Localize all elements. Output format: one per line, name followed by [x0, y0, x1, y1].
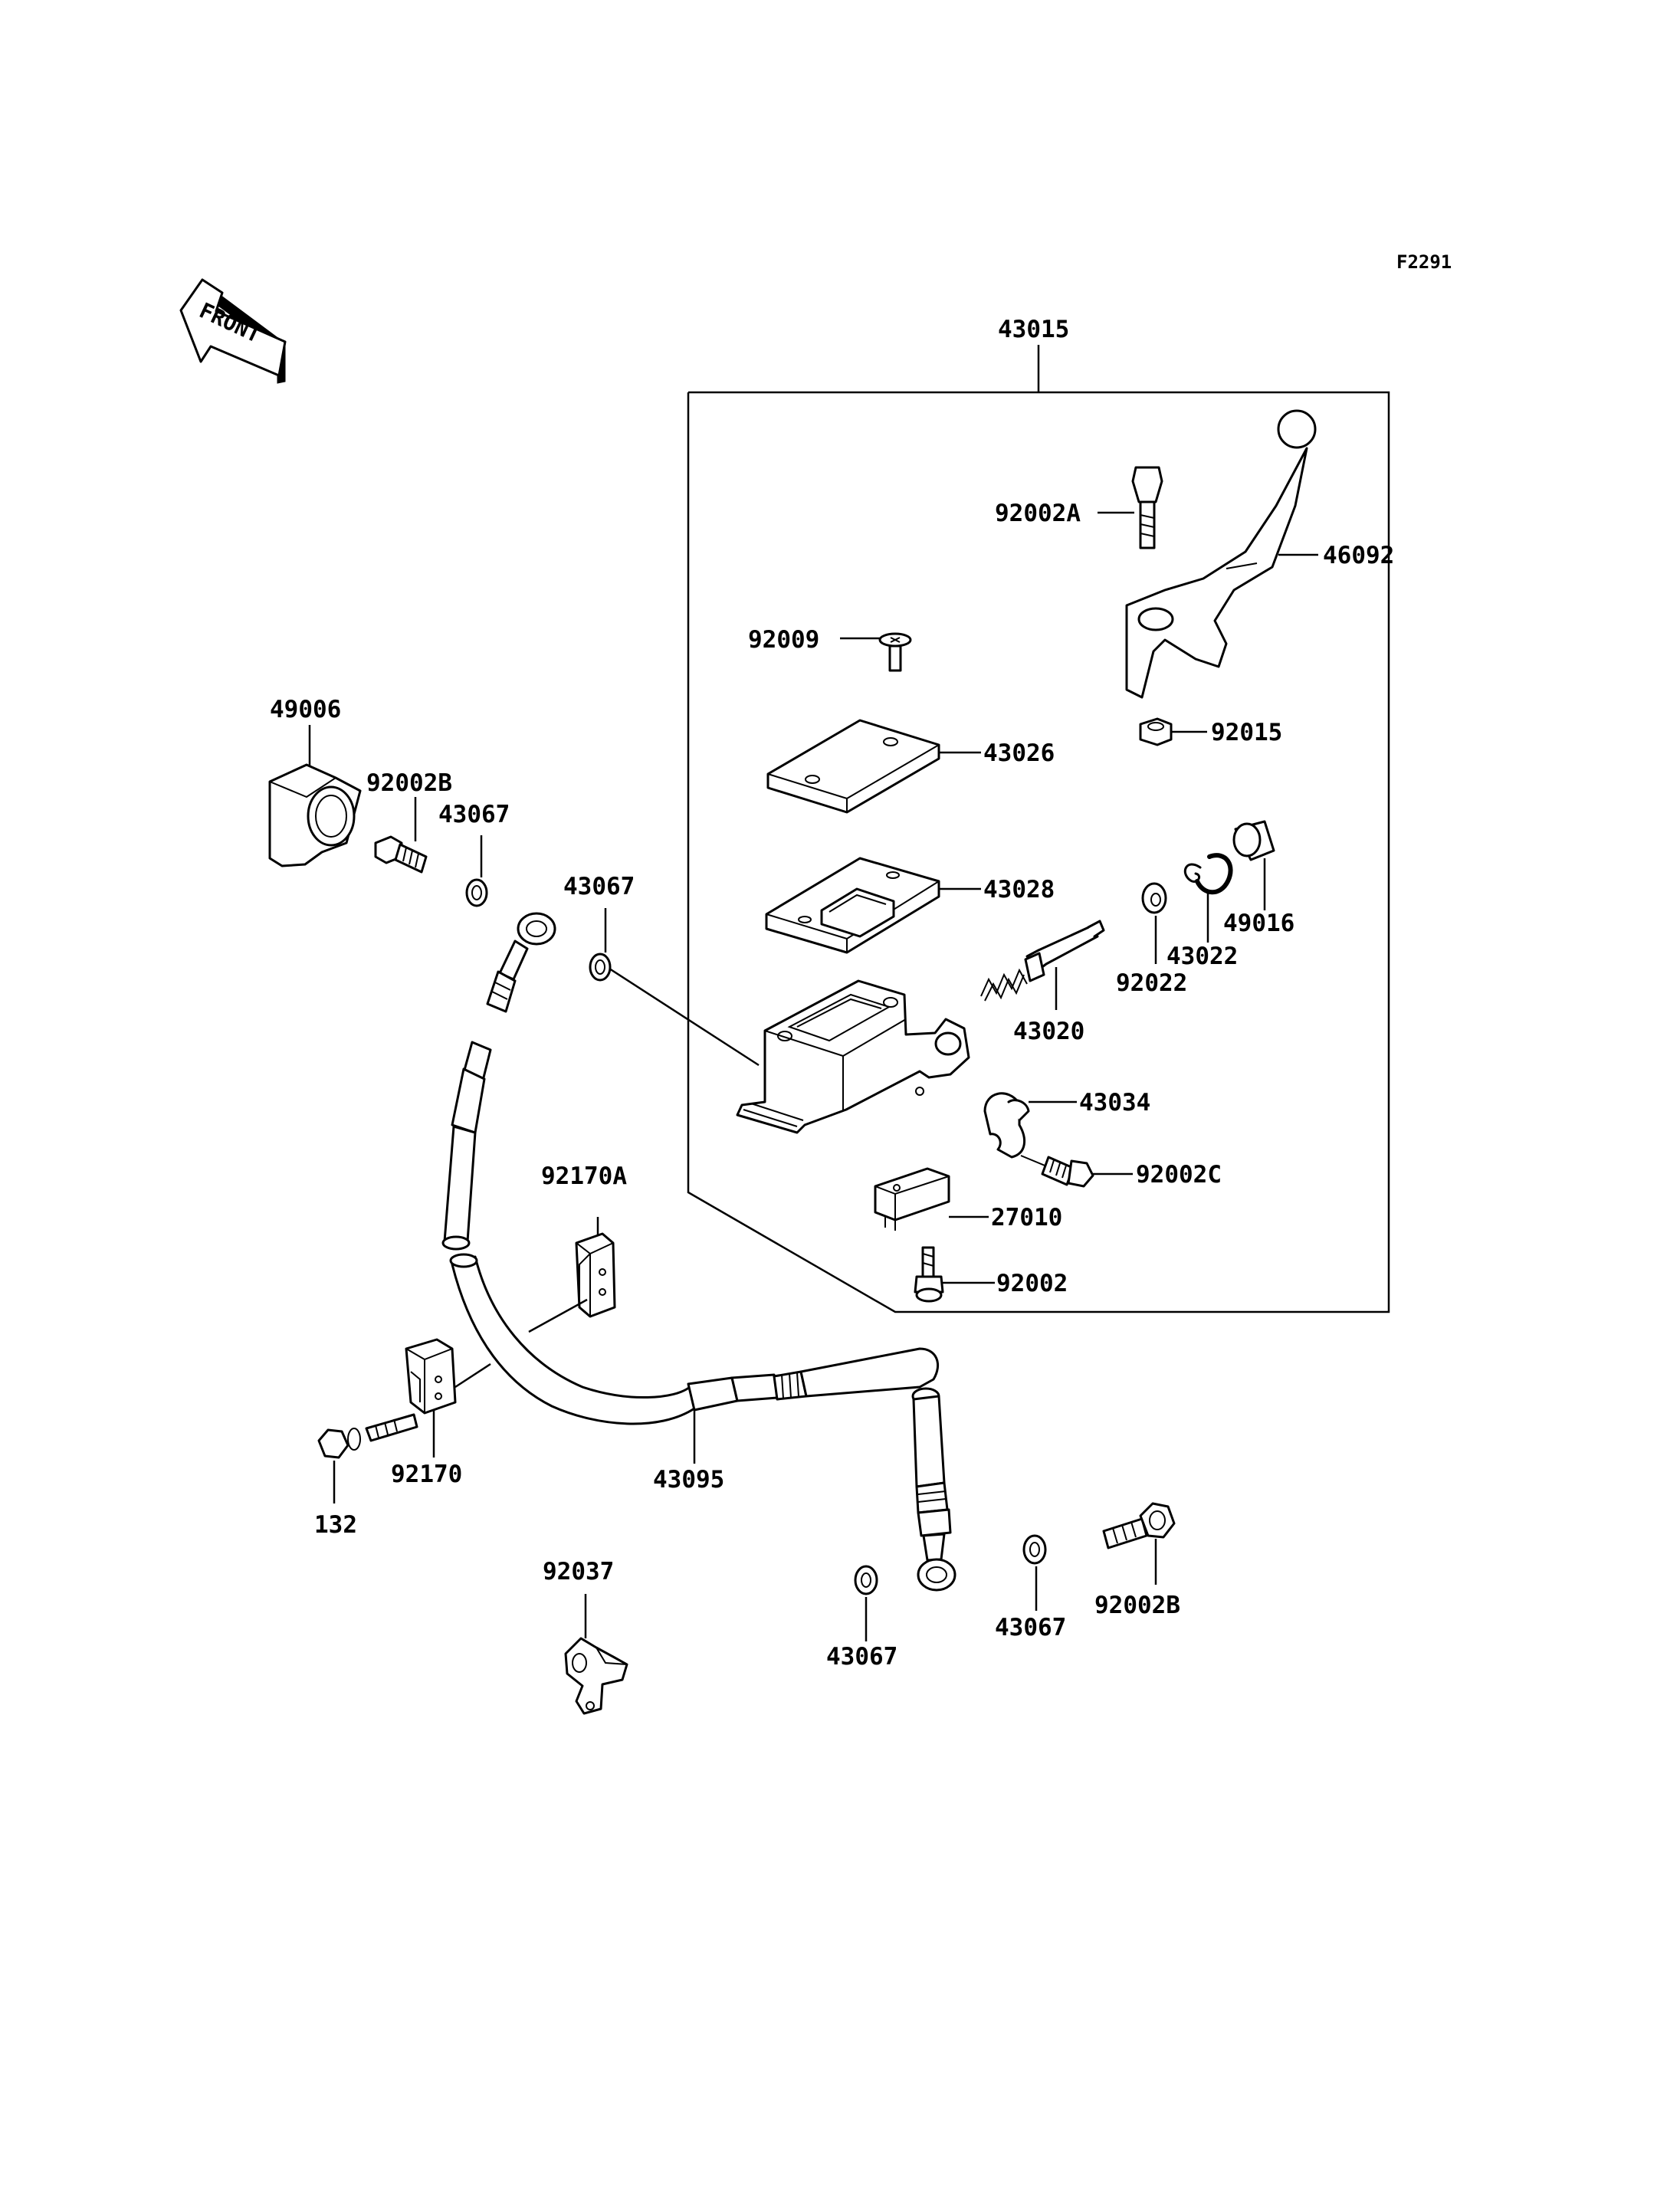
washer-43067-bottom-right [1022, 1534, 1047, 1565]
label-27010: 27010 [991, 1204, 1062, 1231]
label-92022: 92022 [1116, 969, 1187, 997]
circlip-43022 [1183, 853, 1233, 895]
brake-hose-43095 [441, 912, 956, 1592]
label-92002a: 92002A [995, 500, 1081, 527]
label-43028: 43028 [983, 876, 1055, 903]
label-43067-bottom-right: 43067 [995, 1614, 1066, 1641]
brake-lever [1125, 409, 1317, 699]
clamp-92170 [405, 1338, 457, 1415]
label-132: 132 [314, 1511, 357, 1539]
cap-49006 [268, 763, 362, 867]
label-92009: 92009 [748, 626, 819, 654]
label-43067-bottom-mid: 43067 [826, 1643, 897, 1671]
label-43020: 43020 [1013, 1018, 1084, 1045]
banjo-bolt-92002b-bottom [1102, 1502, 1176, 1549]
label-92002b-top: 92002B [366, 769, 452, 797]
diaphragm-43028 [765, 857, 940, 954]
label-92002: 92002 [996, 1270, 1068, 1297]
label-92015: 92015 [1211, 719, 1282, 746]
label-43026: 43026 [983, 739, 1055, 767]
washer-43067-bottom-mid [854, 1565, 878, 1595]
holder-92037 [564, 1637, 628, 1715]
leader-43067-to-body [606, 966, 760, 1067]
label-43067-hose-top: 43067 [563, 873, 635, 900]
bolt-92002a [1131, 466, 1163, 549]
switch-27010 [874, 1167, 950, 1231]
figure-code: F2291 [1396, 251, 1452, 273]
label-46092: 46092 [1323, 542, 1394, 569]
banjo-bolt-92002b-top [374, 835, 428, 874]
washer-43067-hose-top [589, 953, 612, 982]
bolt-92002c [1020, 1155, 1094, 1188]
nut-92015 [1139, 717, 1173, 746]
clamp-43034 [983, 1092, 1030, 1159]
screw-92009 [878, 632, 912, 672]
bolt-132 [317, 1413, 418, 1459]
piston-43020 [980, 920, 1105, 1002]
label-43034: 43034 [1079, 1089, 1150, 1117]
reservoir-cap-43026 [766, 719, 940, 814]
master-cylinder-body [736, 979, 970, 1134]
label-43022: 43022 [1166, 943, 1238, 970]
label-43095: 43095 [653, 1466, 724, 1494]
label-43015: 43015 [998, 316, 1069, 343]
label-43067-top-left: 43067 [438, 801, 510, 828]
washer-92022 [1141, 882, 1167, 914]
front-arrow-icon: FRONT [179, 278, 287, 384]
label-49006: 49006 [270, 696, 341, 723]
label-92037: 92037 [543, 1558, 614, 1585]
label-92002c: 92002C [1136, 1161, 1222, 1189]
label-49016: 49016 [1223, 910, 1294, 937]
screw-92002 [914, 1246, 944, 1303]
label-92002b-bottom: 92002B [1094, 1592, 1180, 1619]
label-92170: 92170 [391, 1461, 462, 1488]
assembly-bracket [687, 391, 1390, 1313]
boot-49016 [1232, 820, 1275, 861]
washer-43067-top-left [465, 878, 488, 907]
label-92170a: 92170A [541, 1162, 627, 1190]
clamp-92170a [575, 1232, 616, 1318]
